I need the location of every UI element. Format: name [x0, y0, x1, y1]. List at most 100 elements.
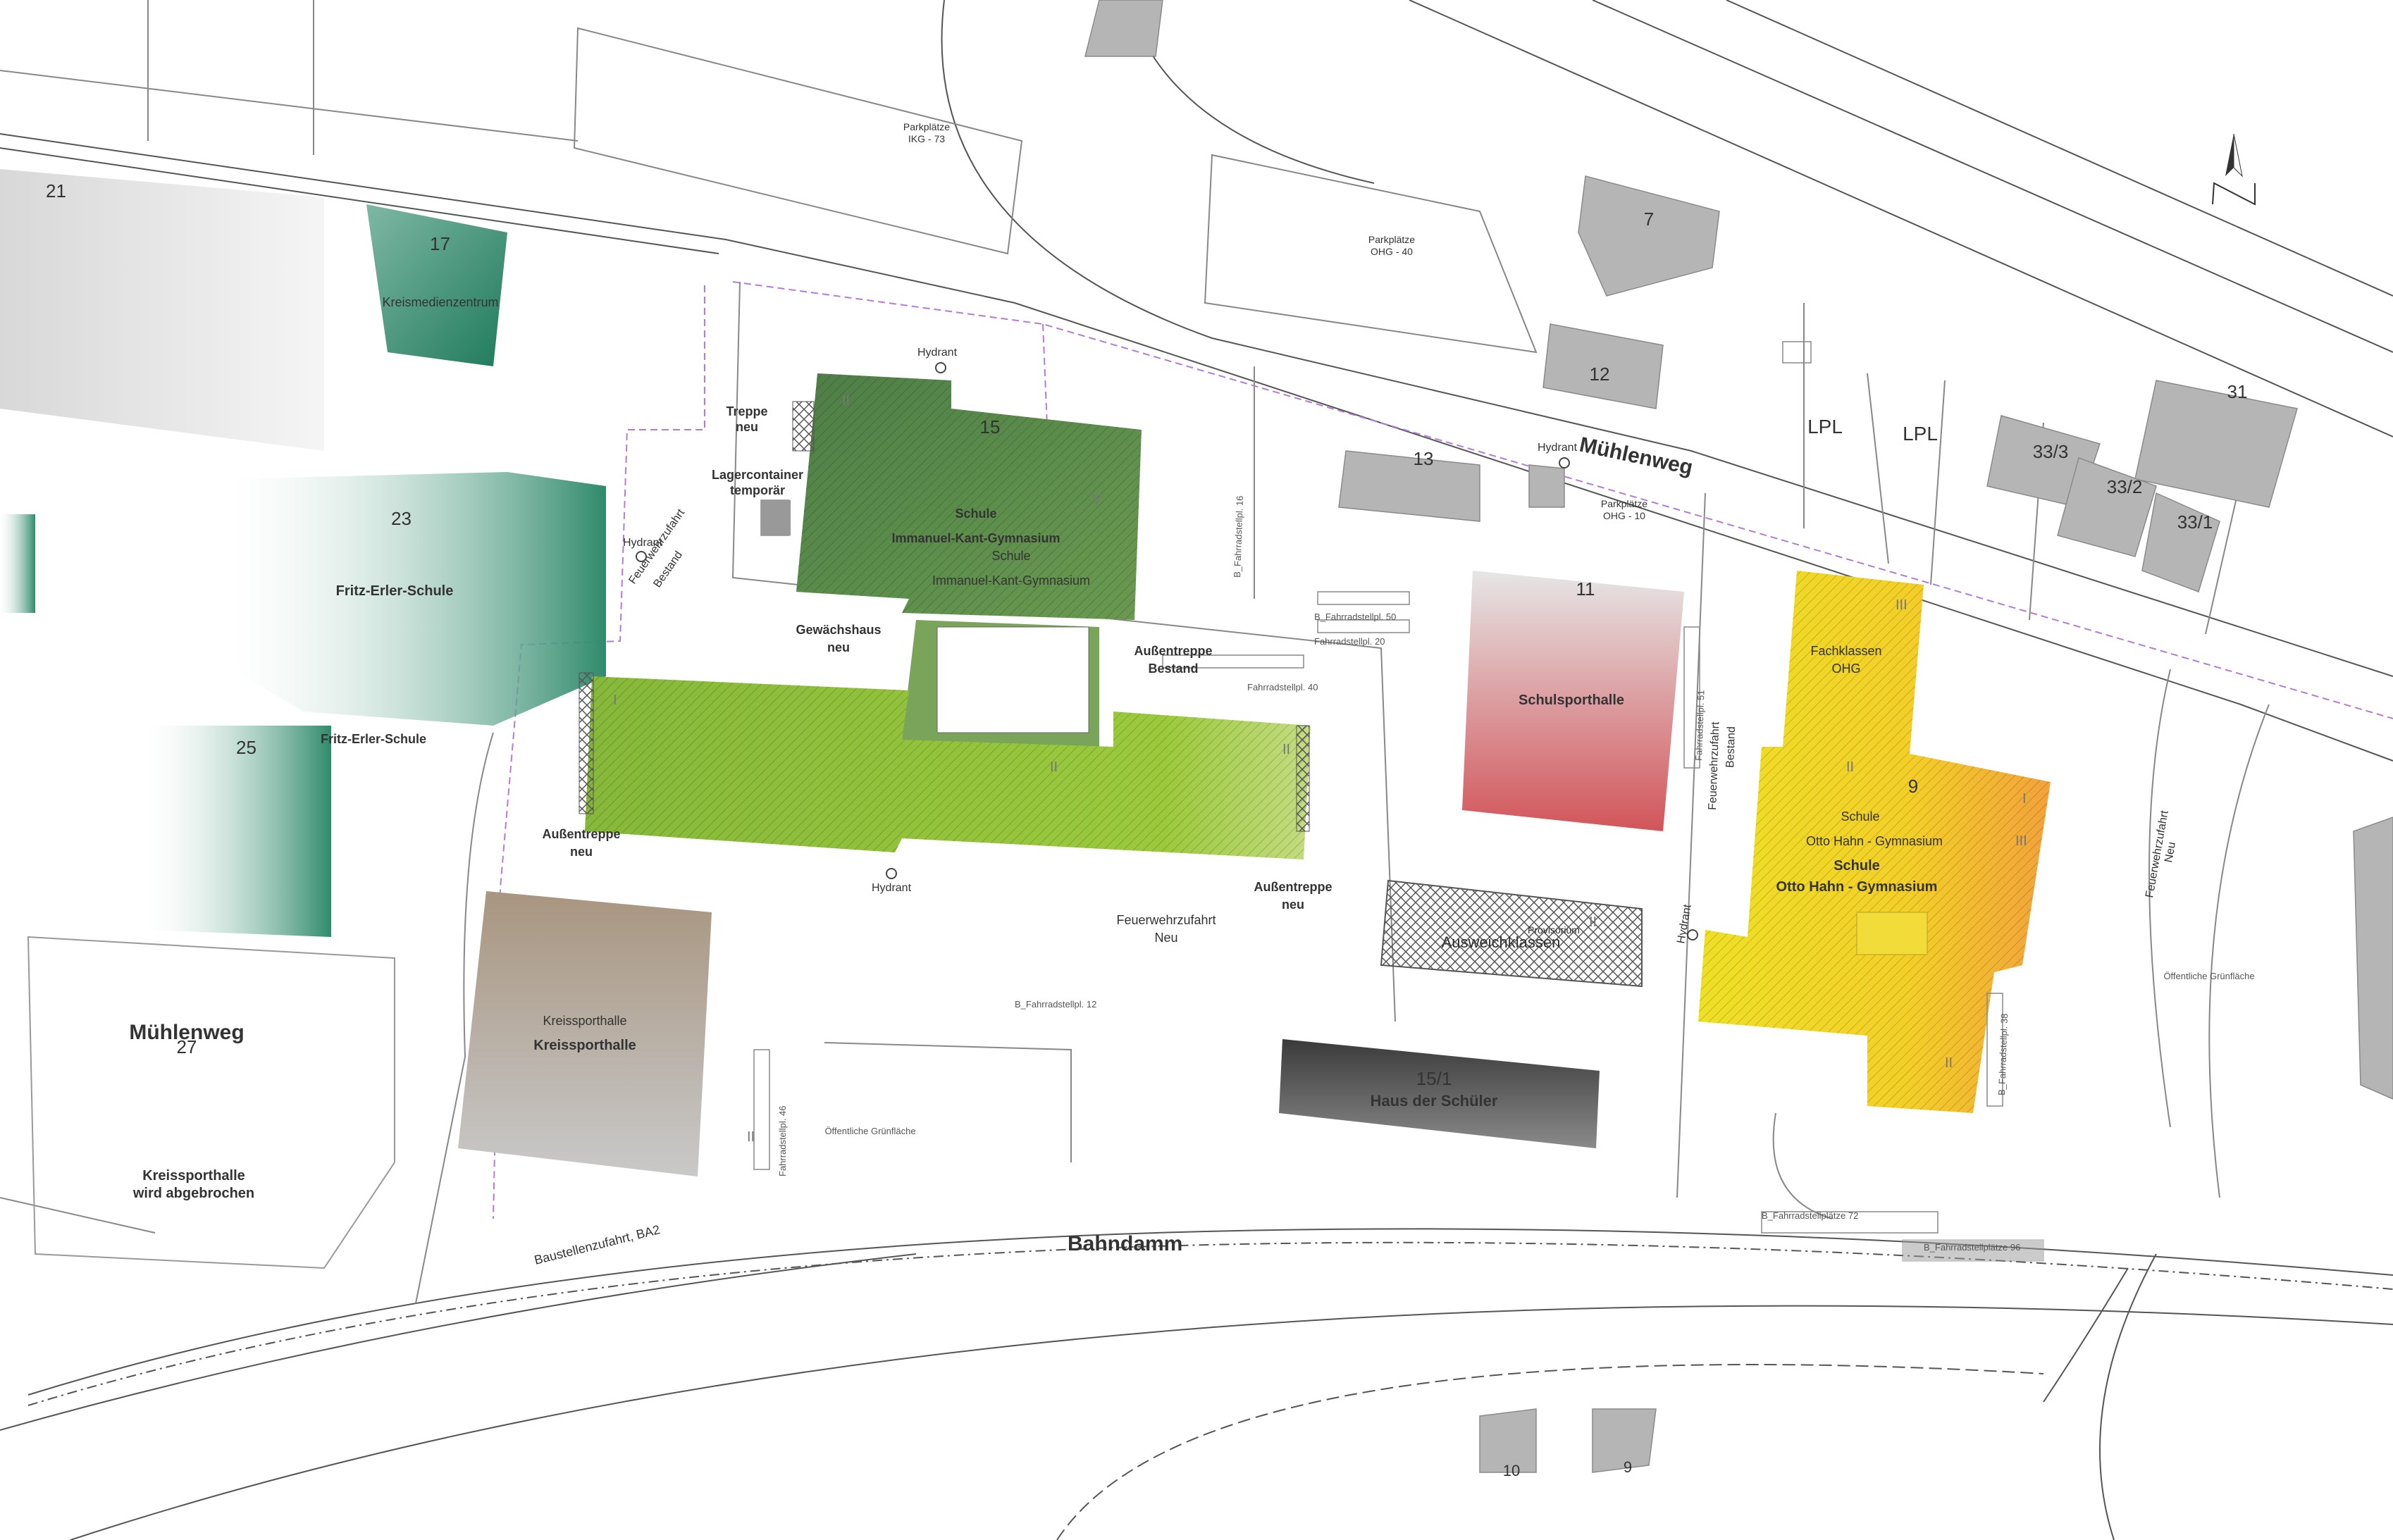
- label-bike-b50: B_Fahrradstellpl. 50: [1314, 611, 1396, 622]
- floor-mark: II: [1050, 759, 1058, 775]
- floor-mark: II: [1945, 1055, 1953, 1071]
- label-fachklassen-line1: Fachklassen: [1810, 644, 1881, 658]
- label-aussentreppe-neu-left-1: Außentreppe: [542, 827, 620, 841]
- plot-number: 17: [430, 233, 450, 254]
- building-ikg-wing-hatch: [585, 676, 1311, 859]
- floor-mark: II: [1589, 914, 1597, 930]
- label-aussentreppe-neu-right-1: Außentreppe: [1254, 880, 1332, 894]
- floor-mark: III: [1896, 597, 1907, 613]
- street-label-baustellenzufahrt: Baustellenzufahrt, BA2: [533, 1222, 662, 1267]
- stair-treppe-neu: [792, 401, 815, 452]
- floor-mark: II: [842, 393, 850, 409]
- street-label-bahndamm: Bahndamm: [1068, 1232, 1182, 1255]
- parking-ohg40-line2: OHG - 40: [1371, 246, 1413, 257]
- label-lagercontainer-2: temporär: [730, 483, 785, 497]
- label-treppe-neu-1: Treppe: [726, 404, 767, 418]
- grid-rectangles: [753, 341, 2044, 1262]
- plot-number: 10: [1503, 1462, 1520, 1479]
- label-hydrant: Hydrant: [917, 347, 958, 359]
- plot-number: 9: [1908, 776, 1918, 797]
- label-aussentreppe-neu-left-2: neu: [570, 845, 593, 859]
- north-arrow-icon: [2212, 133, 2256, 206]
- label-hydrant: Hydrant: [1538, 442, 1578, 454]
- plot-number: 33/3: [2033, 441, 2069, 462]
- ohg-inner-block: [1856, 912, 1928, 955]
- parking-ikg-line2: IKG - 73: [908, 133, 945, 144]
- label-bike-f72: B_Fahrradstellplätze 72: [1762, 1210, 1858, 1221]
- hydrant-icon: [1687, 929, 1698, 940]
- stair-box-right: [1296, 725, 1310, 832]
- hydrant-icon: [1559, 457, 1570, 468]
- label-bike-f51: Fahrradstellpl. 51: [1693, 690, 1706, 761]
- label-kreissporthalle-abgebrochen-2: wird abgebrochen: [132, 1186, 254, 1201]
- label-provisorium: Provisorium: [1528, 924, 1580, 936]
- lagercontainer: [761, 500, 791, 535]
- label-bike-b16: B_Fahrradstellpl. 16: [1232, 495, 1245, 578]
- floor-mark: III: [2015, 833, 2027, 849]
- neighbor-buildings: [760, 0, 2393, 1473]
- floor-mark: II: [1282, 742, 1290, 757]
- plot-number: 13: [1414, 448, 1434, 469]
- building-ausweichklassen: [1380, 879, 1643, 988]
- label-bike-b96: B_Fahrradstellplätze 96: [1924, 1242, 2020, 1253]
- label-bike-b12: B_Fahrradstellpl. 12: [1015, 999, 1096, 1010]
- label-kreissporthalle-ghost: Kreissporthalle: [543, 1014, 626, 1028]
- label-fachklassen-line2: OHG: [1831, 662, 1860, 676]
- label-feuerwehrzufahrt-neu-mid-1: Feuerwehrzufahrt: [1116, 913, 1216, 927]
- hydrant-icon: [886, 868, 897, 879]
- label-ikg-line2: Immanuel-Kant-Gymnasium: [891, 531, 1060, 545]
- building-left-edge: [0, 514, 35, 613]
- hydrant-icon: [935, 362, 946, 373]
- label-haus-der-schueler: Haus der Schüler: [1371, 1092, 1498, 1110]
- plot-number: 7: [1644, 209, 1654, 230]
- building-25: [148, 726, 331, 937]
- floor-mark: V: [1092, 492, 1102, 507]
- label-ohg-ghost-line2: Otto Hahn - Gymnasium: [1806, 834, 1943, 848]
- stair-box-left: [579, 672, 594, 814]
- building-kreissporthalle: [458, 891, 712, 1176]
- label-hydrant: Hydrant: [623, 537, 663, 549]
- label-ikg-ghost-line1: Schule: [991, 549, 1030, 563]
- label-fritz-erler-schule: Fritz-Erler-Schule: [336, 583, 454, 599]
- parking-ohg10-line2: OHG - 10: [1603, 510, 1645, 521]
- label-fritz-erler-schule-street: Fritz-Erler-Schule: [321, 732, 426, 746]
- label-kreissporthalle: Kreissporthalle: [533, 1038, 636, 1053]
- floor-mark: I: [613, 693, 617, 708]
- label-ohg-line1: Schule: [1834, 858, 1880, 874]
- label-feuerwehrzufahrt-neu-right-2: Neu: [2163, 841, 2178, 864]
- label-kreissporthalle-abgebrochen-1: Kreissporthalle: [142, 1168, 245, 1184]
- label-ohg-ghost-line1: Schule: [1841, 809, 1879, 824]
- building-haus-der-schueler: [1279, 1039, 1600, 1148]
- street-label-muehlenweg: Mühlenweg: [1578, 433, 1695, 480]
- courtyard-center: [936, 626, 1089, 733]
- label-bike-b38: B_Fahrradstellpl. 38: [1996, 1013, 2010, 1095]
- plot-number: 15/1: [1416, 1068, 1452, 1089]
- plot-number: 21: [46, 180, 66, 201]
- label-ikg-line1: Schule: [955, 507, 996, 521]
- label-aussentreppe-bestand-1: Außentreppe: [1134, 644, 1212, 658]
- plot-number: 31: [2227, 381, 2248, 402]
- label-bike-f40: Fahrradstellpl. 40: [1247, 682, 1318, 693]
- label-aussentreppe-neu-right-2: neu: [1282, 898, 1304, 912]
- label-aussentreppe-bestand-2: Bestand: [1148, 662, 1198, 676]
- plot-number: 9: [1624, 1458, 1632, 1476]
- plot-number: 27: [177, 1036, 197, 1057]
- plot-number: 33/2: [2107, 476, 2143, 497]
- building-21: [0, 169, 324, 451]
- label-bike-f20: Fahrradstellpl. 20: [1314, 636, 1385, 647]
- label-bike-f46: Fahrradstellpl. 46: [777, 1106, 788, 1176]
- label-gewaechshaus-2: neu: [827, 640, 850, 654]
- label-feuerwehrzufahrt-neu-mid-2: Neu: [1154, 931, 1177, 945]
- floor-mark: II: [747, 1129, 755, 1145]
- label-lpl-1: LPL: [1807, 416, 1843, 437]
- label-ausweichklassen: Ausweichklassen: [1442, 933, 1561, 951]
- label-gruenflaeche-right: Öffentliche Grünfläche: [2163, 971, 2254, 981]
- label-muehlenweg-27: Mühlenweg: [129, 1021, 244, 1044]
- parking-ikg-line1: Parkplätze: [903, 121, 950, 132]
- plot-number: 33/1: [2177, 511, 2213, 533]
- building-fritz-erler-schule: [233, 472, 606, 726]
- plot-number: 15: [980, 416, 1001, 437]
- label-feuerwehrzufahrt-bestand-right-2: Bestand: [1724, 726, 1738, 768]
- label-hydrant: Hydrant: [872, 882, 912, 894]
